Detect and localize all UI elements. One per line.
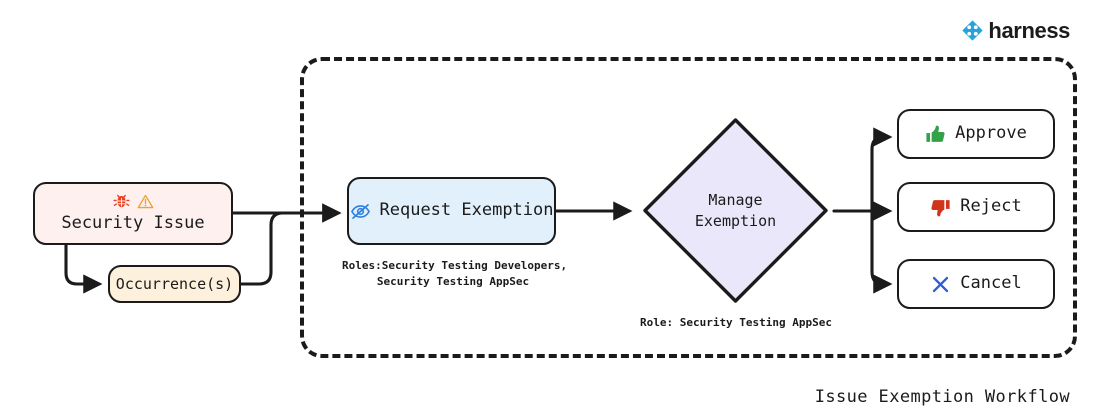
diamond-shape [643,118,828,303]
reject-label: Reject [960,196,1022,217]
node-reject[interactable]: Reject [897,182,1055,232]
edge-manage-to-cancel [870,209,893,294]
security-issue-icons [112,193,154,210]
node-cancel[interactable]: Cancel [897,259,1055,309]
security-issue-label: Security Issue [61,212,205,233]
cancel-label: Cancel [960,273,1022,294]
harness-wordmark: harness [988,17,1070,43]
diagram-title: Issue Exemption Workflow [814,387,1070,407]
approve-label: Approve [955,123,1027,144]
request-exemption-label: Request Exemption [379,200,554,221]
edge-issue-to-occurrence [64,243,103,294]
cross-icon [933,276,949,292]
eye-off-icon [350,203,370,219]
bug-icon [112,194,130,208]
node-approve[interactable]: Approve [897,109,1055,159]
occurrences-label: Occurrence(s) [115,274,234,293]
harness-clover-icon [962,20,984,41]
node-request-exemption[interactable]: Request Exemption [347,177,556,245]
node-security-issue[interactable]: Security Issue [33,182,233,245]
thumbs-down-icon [931,199,950,216]
node-occurrences[interactable]: Occurrence(s) [108,265,241,303]
request-exemption-roles-caption: Roles:Security Testing Developers, Secur… [342,259,568,288]
exemption-workflow-boundary [300,57,1077,358]
node-manage-exemption[interactable]: Manage Exemption [637,112,834,309]
harness-brand: harness [961,19,1070,42]
edge-manage-to-approve [870,127,893,213]
thumbs-up-icon [926,125,945,142]
manage-exemption-role-caption: Role: Security Testing AppSec [639,316,833,329]
edge-occurrence-to-request [239,203,342,286]
warning-triangle-icon [137,194,153,209]
